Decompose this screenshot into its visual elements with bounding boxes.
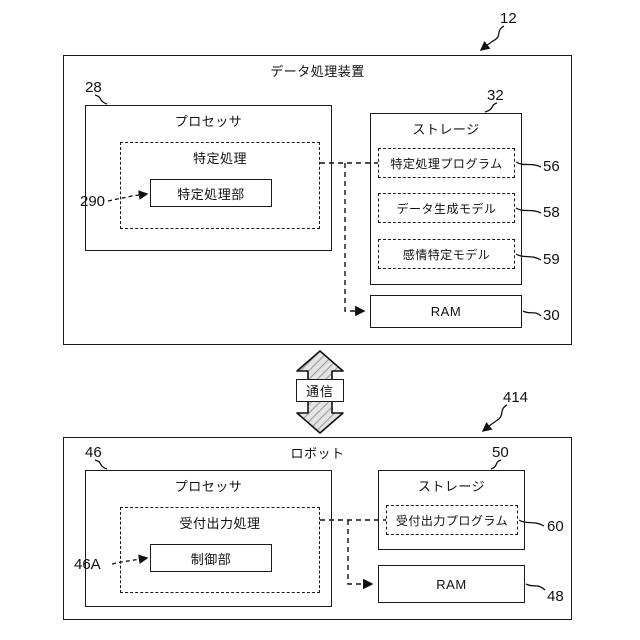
ref-290-label: 290 xyxy=(80,193,106,210)
processor-box-top: プロセッサ xyxy=(85,105,332,251)
ref-30-label: 30 xyxy=(543,307,560,324)
specific-processing-program-box: 特定処理プログラム xyxy=(378,148,515,178)
data-generation-model-box: データ生成モデル xyxy=(378,193,515,223)
ref-28-label: 28 xyxy=(85,79,102,96)
storage-title-bottom: ストレージ xyxy=(417,479,486,494)
storage-box-bottom: ストレージ xyxy=(378,470,525,550)
reception-output-program-box: 受付出力プログラム xyxy=(386,505,518,535)
ref-414-label: 414 xyxy=(503,389,529,406)
communication-label-box: 通信 xyxy=(296,379,344,402)
ref-48-label: 48 xyxy=(547,588,564,605)
specific-processing-unit-box: 特定処理部 xyxy=(150,179,272,207)
leader-414 xyxy=(481,404,508,432)
ref-50-label: 50 xyxy=(492,444,509,461)
ref-12-label: 12 xyxy=(500,10,517,27)
ref-46A-label: 46A xyxy=(74,556,101,573)
storage-box-top: ストレージ xyxy=(370,113,522,285)
ram-box-bottom: RAM xyxy=(378,565,525,603)
ref-59-label: 59 xyxy=(543,251,560,268)
robot-box: ロボット xyxy=(63,437,572,620)
ref-56-label: 56 xyxy=(543,158,560,175)
specific-processing-title: 特定処理 xyxy=(192,151,247,166)
emotion-identification-model-box: 感情特定モデル xyxy=(378,239,515,269)
ref-46-label: 46 xyxy=(85,444,102,461)
ref-32-label: 32 xyxy=(487,87,504,104)
processor-box-bottom: プロセッサ xyxy=(85,470,332,607)
leader-12 xyxy=(479,25,505,51)
data-processing-device-box: データ処理装置 xyxy=(63,55,572,345)
storage-title-top: ストレージ xyxy=(412,122,480,137)
processor-title-bottom: プロセッサ xyxy=(174,479,243,494)
control-unit-box: 制御部 xyxy=(150,544,272,572)
data-processing-device-title: データ処理装置 xyxy=(270,64,365,79)
specific-processing-dashed-box: 特定処理 xyxy=(120,142,320,229)
reception-output-processing-title: 受付出力処理 xyxy=(179,516,261,531)
robot-title: ロボット xyxy=(290,446,345,461)
processor-title-top: プロセッサ xyxy=(174,114,243,129)
ref-58-label: 58 xyxy=(543,204,560,221)
ref-60-label: 60 xyxy=(547,518,564,535)
reception-output-processing-dashed-box: 受付出力処理 xyxy=(120,507,320,593)
ram-box-top: RAM xyxy=(370,295,522,328)
